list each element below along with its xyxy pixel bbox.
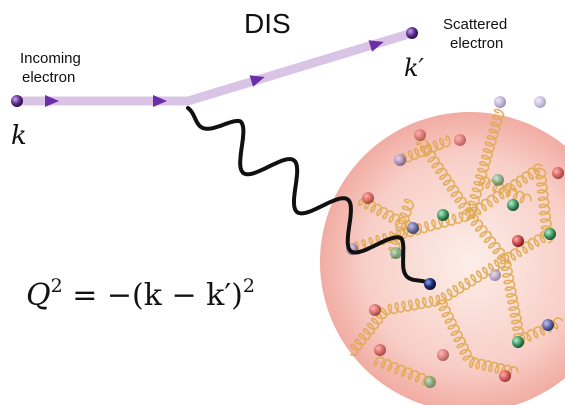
gluon: [478, 176, 532, 204]
quark: [362, 192, 374, 204]
quark: [437, 349, 449, 361]
proton: [320, 112, 565, 405]
gluon: [519, 317, 564, 345]
formula-rhs: = −(k − k′): [63, 278, 243, 313]
gluon: [396, 135, 451, 165]
quark: [374, 344, 386, 356]
quark: [512, 336, 524, 348]
arrow-icon: [368, 40, 384, 52]
gluon: [373, 356, 434, 386]
gluon: [435, 299, 475, 366]
quark: [512, 235, 524, 247]
gluon: [468, 357, 519, 377]
gluon: [415, 139, 475, 218]
gluon: [469, 163, 543, 220]
scattered-label-line2: electron: [450, 35, 503, 52]
quark: [489, 269, 501, 281]
quark: [454, 134, 466, 146]
quark: [424, 376, 436, 388]
virtual-photon: [186, 106, 432, 286]
quark: [407, 222, 419, 234]
quark: [369, 304, 381, 316]
k-label: k: [11, 121, 27, 151]
q2-formula: Q2 = −(k − k′)2: [26, 275, 255, 313]
quark: [552, 167, 564, 179]
quark: [492, 174, 504, 186]
quark: [394, 154, 406, 166]
incoming-electron: [11, 95, 23, 107]
quark: [507, 199, 519, 211]
arrow-icon: [153, 95, 167, 107]
gluon: [388, 198, 414, 259]
momentum-arrows: [45, 40, 384, 107]
gluon: [466, 213, 510, 263]
incoming-label-line2: electron: [22, 69, 75, 86]
arrow-icon: [249, 75, 265, 87]
quark: [542, 319, 554, 331]
quark: [437, 209, 449, 221]
gluon: [499, 259, 526, 344]
scattered-label-line1: Scattered: [443, 16, 507, 33]
quark: [534, 96, 546, 108]
quark: [390, 247, 402, 259]
diagram-title: DIS: [244, 8, 291, 39]
kprime-label: k′: [404, 54, 425, 82]
arrow-icon: [45, 95, 59, 107]
gluon: [381, 294, 441, 316]
struck-quark: [424, 278, 436, 290]
incoming-label-line1: Incoming: [20, 50, 81, 67]
quark: [499, 370, 511, 382]
quark: [414, 129, 426, 141]
quark: [544, 228, 556, 240]
formula-q-exp: 2: [51, 275, 63, 297]
formula-q: Q: [26, 278, 51, 313]
scattered-electron: [406, 27, 418, 39]
gluon: [504, 227, 556, 265]
gluon: [465, 108, 505, 219]
quark: [494, 96, 506, 108]
formula-rhs-exp: 2: [243, 275, 255, 297]
gluon: [411, 209, 471, 236]
gluon: [534, 167, 554, 244]
